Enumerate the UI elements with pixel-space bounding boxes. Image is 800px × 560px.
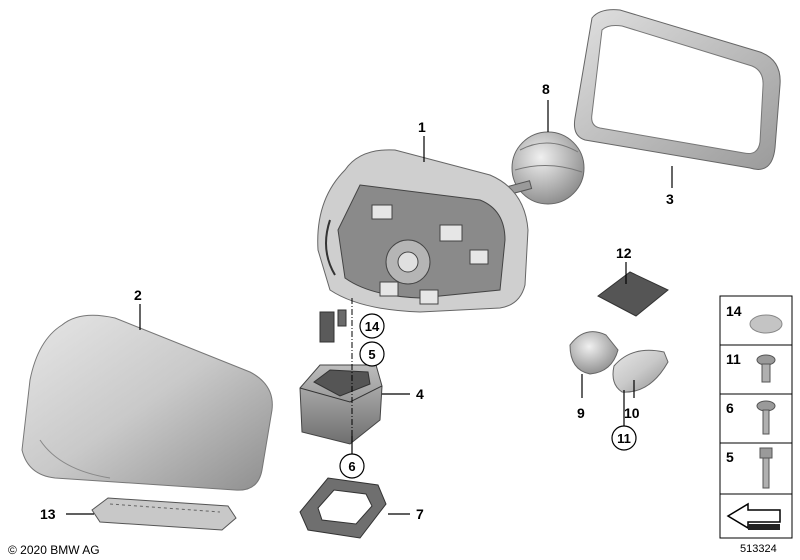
leader-lines	[66, 100, 673, 515]
bolt-icon	[759, 447, 773, 489]
mirror-frame-part	[574, 9, 781, 170]
legend-item-11: 11	[726, 351, 741, 367]
part-label-7: 7	[416, 506, 424, 522]
legend-item-14: 14	[726, 303, 742, 319]
part-label-5-circled: 5	[368, 347, 375, 362]
part-label-4: 4	[416, 386, 424, 402]
part-label-9: 9	[577, 405, 585, 421]
countersunk-screw-icon	[756, 400, 776, 435]
legend-item-6: 6	[726, 400, 734, 416]
part-labels: 1 2 3 4 7 8 9 10 12 13 14 5 6 11	[40, 81, 674, 522]
mirror-base-bracket-part	[299, 364, 383, 445]
document-number: 513324	[740, 543, 777, 555]
part-label-3: 3	[666, 191, 674, 207]
gasket-part	[299, 477, 387, 539]
part-label-10: 10	[624, 405, 640, 421]
part-label-8: 8	[542, 81, 550, 97]
mirror-base-housing-part	[317, 149, 529, 343]
mirror-cap-part	[21, 314, 273, 491]
direction-arrow-icon	[726, 502, 781, 530]
part-label-14-circled: 14	[365, 319, 380, 334]
lower-trim-part	[91, 497, 237, 531]
washer-icon	[749, 314, 783, 334]
part-label-2: 2	[134, 287, 142, 303]
fastener-legend: 14 11 6 5	[719, 295, 793, 539]
part-label-13: 13	[40, 506, 56, 522]
part-label-1: 1	[418, 119, 426, 135]
turn-signal-cover-part	[612, 349, 669, 393]
mirror-actuator-part	[503, 131, 585, 205]
adhesive-pad-part	[597, 271, 669, 317]
turn-signal-lens-part	[569, 331, 619, 375]
part-label-12: 12	[616, 245, 632, 261]
screw-icon	[756, 354, 776, 383]
part-label-6-circled: 6	[348, 459, 355, 474]
copyright-text: © 2020 BMW AG	[8, 543, 100, 557]
legend-item-5: 5	[726, 449, 734, 465]
part-label-11-circled: 11	[617, 431, 631, 446]
